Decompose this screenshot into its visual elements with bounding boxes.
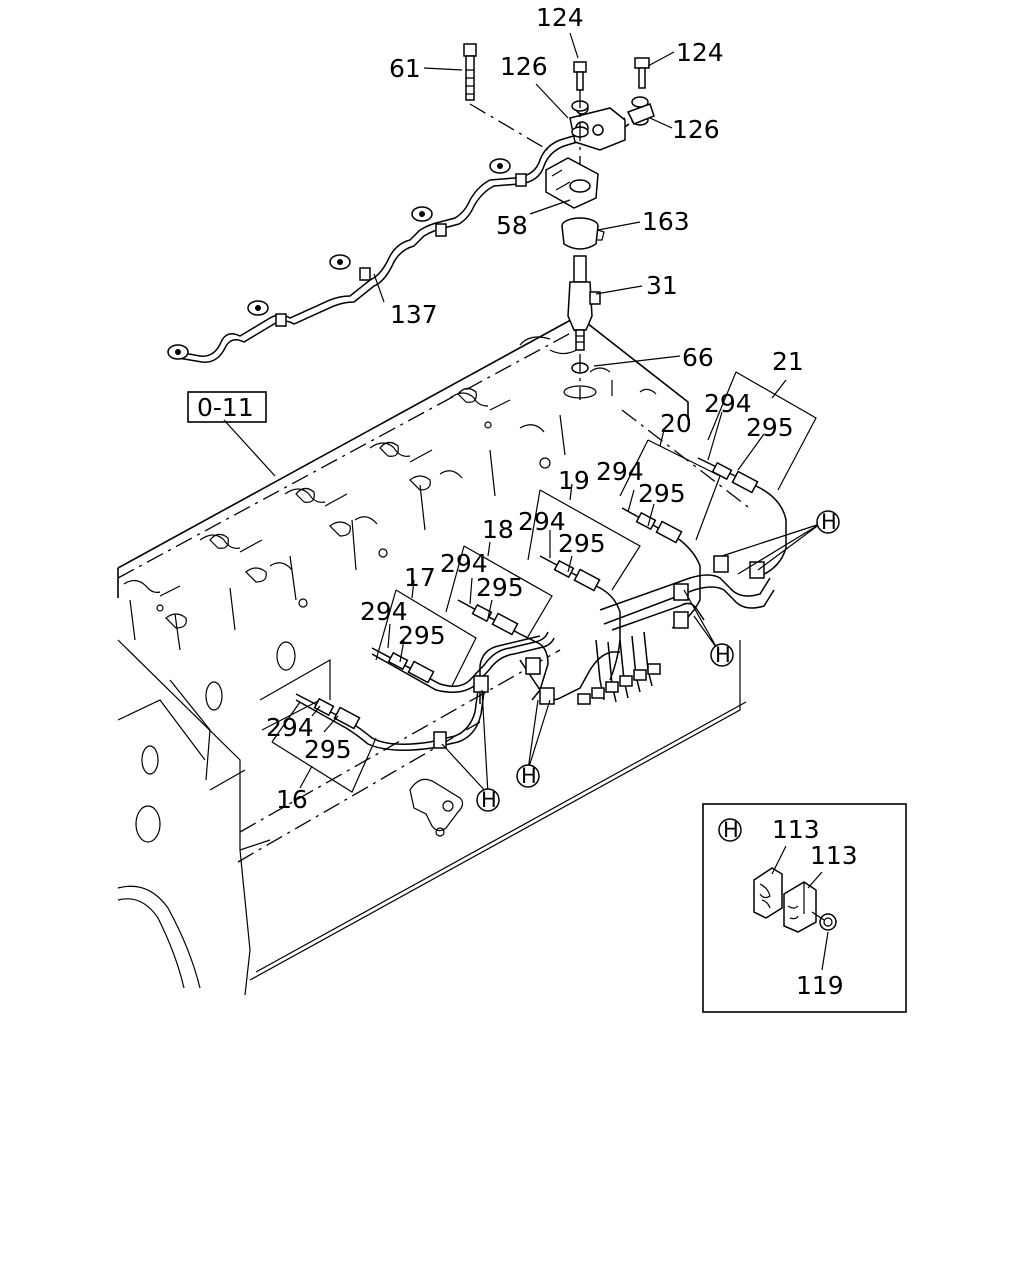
callout-66: 66 (682, 343, 714, 372)
svg-text:H: H (521, 764, 537, 788)
nut-119 (811, 911, 837, 971)
clamp-half-a (753, 845, 787, 919)
callout-61: 61 (389, 54, 421, 83)
inset-label-113-b: 113 (810, 841, 858, 870)
callout-126-right: 126 (672, 115, 720, 144)
callout-163: 163 (642, 207, 690, 236)
clip-marker-h4: H (476, 788, 500, 812)
callout-295-cyl1: 295 (304, 735, 352, 764)
clip-marker-h2: H (710, 643, 734, 667)
callout-17: 17 (404, 563, 436, 592)
callout-16: 16 (276, 785, 308, 814)
callout-294-cyl4: 294 (518, 507, 566, 536)
callout-124-left: 124 (536, 3, 584, 32)
callout-18: 18 (482, 515, 514, 544)
callout-21: 21 (772, 347, 804, 376)
callout-19: 19 (558, 466, 590, 495)
eye-bolt-parts (463, 43, 655, 186)
inset-marker: H (718, 818, 742, 842)
callout-124-right: 124 (676, 38, 724, 67)
injection-pipes (295, 457, 787, 751)
callout-294-cyl6: 294 (704, 389, 752, 418)
callout-20: 20 (660, 409, 692, 438)
clip-marker-h1: H (816, 510, 840, 534)
callout-31: 31 (646, 271, 678, 300)
sleeve-163 (561, 217, 605, 250)
callout-294-cyl3: 294 (440, 549, 488, 578)
callout-126-left: 126 (500, 52, 548, 81)
clip-markers: H H H H (476, 510, 840, 812)
inset-label-113-a: 113 (772, 815, 820, 844)
callout-294-cyl2: 294 (360, 597, 408, 626)
callout-295-cyl2: 295 (398, 621, 446, 650)
clamp-half-b (783, 871, 823, 933)
callout-295-cyl4: 295 (558, 529, 606, 558)
callout-295-cyl3: 295 (476, 573, 524, 602)
reference-box-group: 0-11 (187, 391, 267, 423)
washer-66 (563, 354, 597, 400)
leader-lines (223, 32, 821, 795)
inset-frame (702, 803, 907, 1013)
svg-text:H: H (715, 643, 731, 667)
callout-295-cyl6: 295 (746, 413, 794, 442)
clip-detail-inset: H 113 113 119 (702, 803, 907, 1013)
clip-marker-h3: H (516, 764, 540, 788)
callout-137: 137 (390, 300, 438, 329)
svg-text:H: H (723, 818, 739, 842)
callout-295-cyl5: 295 (638, 479, 686, 508)
inset-label-119: 119 (796, 971, 844, 1000)
reference-box-label: 0-11 (197, 393, 254, 422)
injector-31 (567, 255, 601, 351)
callout-labels: 124 124 61 126 126 58 163 31 137 66 21 2… (266, 3, 804, 814)
reference-box-frame (187, 391, 267, 423)
callout-294-cyl5: 294 (596, 457, 644, 486)
callout-58: 58 (496, 211, 528, 240)
svg-text:H: H (481, 788, 497, 812)
svg-text:H: H (821, 510, 837, 534)
nozzle-clamp (545, 157, 599, 209)
callout-294-cyl1: 294 (266, 713, 314, 742)
